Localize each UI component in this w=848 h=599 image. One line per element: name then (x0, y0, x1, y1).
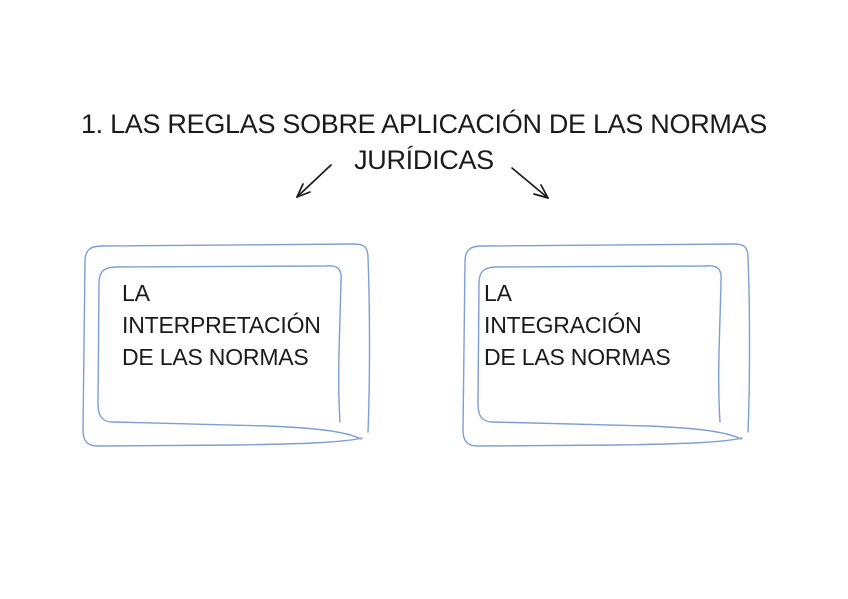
box-text-line: INTEGRACIÓN (484, 312, 642, 338)
frame-inner-stroke (477, 265, 742, 440)
frame-outer-stroke (462, 243, 751, 447)
box-text: LA INTERPRETACIÓN DE LAS NORMAS (122, 277, 321, 373)
box-integracion: LA INTEGRACIÓN DE LAS NORMAS (458, 236, 753, 458)
box-text-line: INTERPRETACIÓN (122, 312, 321, 338)
branch-arrows (296, 164, 549, 199)
box-interpretacion: LA INTERPRETACIÓN DE LAS NORMAS (78, 236, 373, 458)
frame-outer-stroke (82, 243, 371, 447)
hand-drawn-frame (82, 243, 371, 447)
box-text-line: DE LAS NORMAS (484, 344, 671, 370)
box-text: LA INTEGRACIÓN DE LAS NORMAS (484, 277, 671, 373)
slide-title-line2: JURÍDICAS (354, 145, 494, 175)
slide-title: 1. LAS REGLAS SOBRE APLICACIÓN DE LAS NO… (0, 106, 848, 178)
box-text-line: DE LAS NORMAS (122, 344, 309, 370)
box-text-line: LA (484, 280, 512, 306)
down-right-arrow-icon (511, 167, 549, 199)
box-text-line: LA (122, 280, 150, 306)
frame-inner-stroke (97, 265, 362, 440)
down-left-arrow-icon (296, 164, 332, 198)
slide-title-line1: 1. LAS REGLAS SOBRE APLICACIÓN DE LAS NO… (80, 109, 768, 139)
hand-drawn-frame (462, 243, 751, 447)
